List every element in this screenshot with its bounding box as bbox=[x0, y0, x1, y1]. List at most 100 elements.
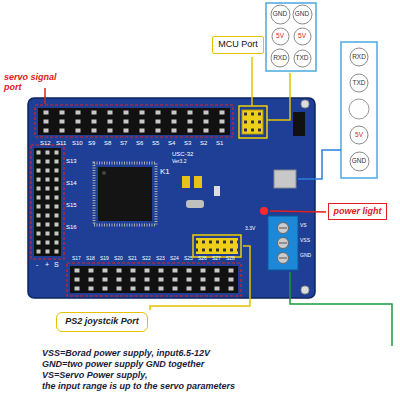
power-led bbox=[260, 207, 268, 215]
pin-circle-shape bbox=[293, 5, 312, 24]
note-text: the input range is up to the servo param… bbox=[42, 382, 235, 392]
capacitor bbox=[182, 176, 190, 188]
silkscreen-label: S27 bbox=[212, 256, 221, 262]
node-text-group: PS2 joystcik Port bbox=[62, 316, 142, 326]
pin-circle-shape bbox=[272, 28, 289, 45]
empty-pin-circle bbox=[349, 99, 369, 119]
silkscreen-label: S25 bbox=[184, 256, 193, 262]
silkscreen-label: S bbox=[54, 261, 59, 269]
silkscreen-label: S4 bbox=[168, 140, 175, 147]
note-text: GND=two power supply GND together bbox=[42, 360, 204, 370]
node-text-group: RXD bbox=[273, 54, 287, 61]
silkscreen-label: S3 bbox=[184, 140, 191, 147]
node-text-group: 5V bbox=[355, 131, 363, 138]
pin-name: TXD bbox=[353, 79, 366, 86]
silkscreen-label: Ver3.2 bbox=[172, 159, 186, 165]
silkscreen-label: S22 bbox=[142, 256, 151, 262]
pin-name: GND bbox=[352, 157, 366, 164]
highlight-frame bbox=[239, 106, 267, 138]
highlight-frame bbox=[31, 145, 64, 259]
terminal-label: VSS bbox=[300, 238, 310, 244]
port-callout: PS2 joystcik Port bbox=[56, 312, 148, 332]
pin-circle: GND bbox=[349, 151, 370, 172]
leader-line bbox=[298, 150, 341, 179]
pin-circle-shape bbox=[350, 48, 368, 66]
mcu-chip bbox=[98, 167, 152, 221]
pin-circle: GND bbox=[292, 4, 313, 25]
callout-text: power light bbox=[334, 206, 382, 216]
silkscreen-label: S7 bbox=[120, 140, 127, 147]
node-text-group: GND bbox=[273, 10, 287, 17]
pin-name: TXD bbox=[296, 54, 309, 61]
silkscreen-label: S20 bbox=[114, 256, 123, 262]
node-text-group: MCU Port bbox=[218, 39, 258, 49]
silkscreen-label: S10 bbox=[72, 140, 83, 147]
pin-circle: TXD bbox=[293, 49, 312, 68]
silkscreen-label: S13 bbox=[66, 158, 77, 165]
silkscreen-label: S28 bbox=[226, 256, 235, 262]
highlight-frame bbox=[67, 263, 241, 296]
pin-circle-shape bbox=[271, 5, 290, 24]
terminal-label: GND bbox=[300, 253, 311, 259]
silkscreen-label: S14 bbox=[66, 180, 77, 187]
node-text-group: GND bbox=[295, 10, 309, 17]
silkscreen-label: S17 bbox=[72, 256, 81, 262]
pin-name: 5V bbox=[276, 32, 284, 39]
node-text-group: TXD bbox=[296, 54, 309, 61]
silkscreen-label: S23 bbox=[156, 256, 165, 262]
highlight-frame bbox=[35, 105, 233, 137]
pin-circle: TXD bbox=[349, 73, 369, 93]
crystal bbox=[186, 200, 204, 208]
servo-header bbox=[70, 266, 238, 293]
leader-line bbox=[44, 88, 46, 104]
resistor bbox=[214, 186, 220, 196]
pinout-frame bbox=[341, 42, 377, 178]
node-text-group: TXD bbox=[353, 79, 366, 86]
node-text-group: 5V bbox=[276, 32, 284, 39]
node-text-group: RXD bbox=[352, 53, 366, 60]
capacitor bbox=[194, 176, 202, 188]
silkscreen-label: S16 bbox=[66, 224, 77, 231]
silkscreen-label: S2 bbox=[200, 140, 207, 147]
pin-circle: GND bbox=[270, 4, 291, 25]
pin-circle-shape bbox=[350, 126, 368, 144]
chip-pins bbox=[94, 163, 156, 225]
usb-port bbox=[274, 170, 296, 188]
silkscreen-label: 3.3V bbox=[245, 226, 255, 232]
silkscreen-label: S8 bbox=[104, 140, 111, 147]
silkscreen-label: S6 bbox=[136, 140, 143, 147]
pinout-frame bbox=[266, 3, 316, 71]
silkscreen-label: S26 bbox=[198, 256, 207, 262]
node-text-group: 5V bbox=[298, 32, 306, 39]
callout-text: MCU Port bbox=[218, 39, 258, 49]
pin-name: RXD bbox=[352, 53, 366, 60]
terminal-block bbox=[268, 216, 298, 270]
silkscreen-label: S24 bbox=[170, 256, 179, 262]
power-callout: power light bbox=[328, 203, 387, 220]
note-text: VS=Servo Power supply, bbox=[42, 371, 147, 381]
servo-header bbox=[38, 108, 230, 135]
silkscreen-label: S21 bbox=[128, 256, 137, 262]
pin-circle: 5V bbox=[271, 27, 290, 46]
port-callout: MCU Port bbox=[212, 36, 264, 54]
pin-name: GND bbox=[295, 10, 309, 17]
terminal-label: VS bbox=[300, 223, 307, 229]
pcb-board bbox=[28, 98, 315, 298]
silkscreen-label: S5 bbox=[152, 140, 159, 147]
screw-slot bbox=[279, 228, 287, 258]
node-text-group: power light bbox=[334, 206, 382, 216]
highlight-frame bbox=[193, 235, 241, 257]
pin-name: GND bbox=[273, 10, 287, 17]
pin-circle: 5V bbox=[293, 27, 312, 46]
silkscreen-label: K1 bbox=[160, 168, 170, 177]
mounting-hole bbox=[301, 286, 309, 294]
pin-circle-shape bbox=[350, 74, 368, 92]
leader-line bbox=[150, 246, 250, 310]
leader-line bbox=[290, 272, 392, 346]
pin-circle-shape bbox=[271, 49, 289, 67]
node-text-group: GND bbox=[352, 157, 366, 164]
leader-line bbox=[251, 57, 253, 106]
pin-name: 5V bbox=[298, 32, 306, 39]
